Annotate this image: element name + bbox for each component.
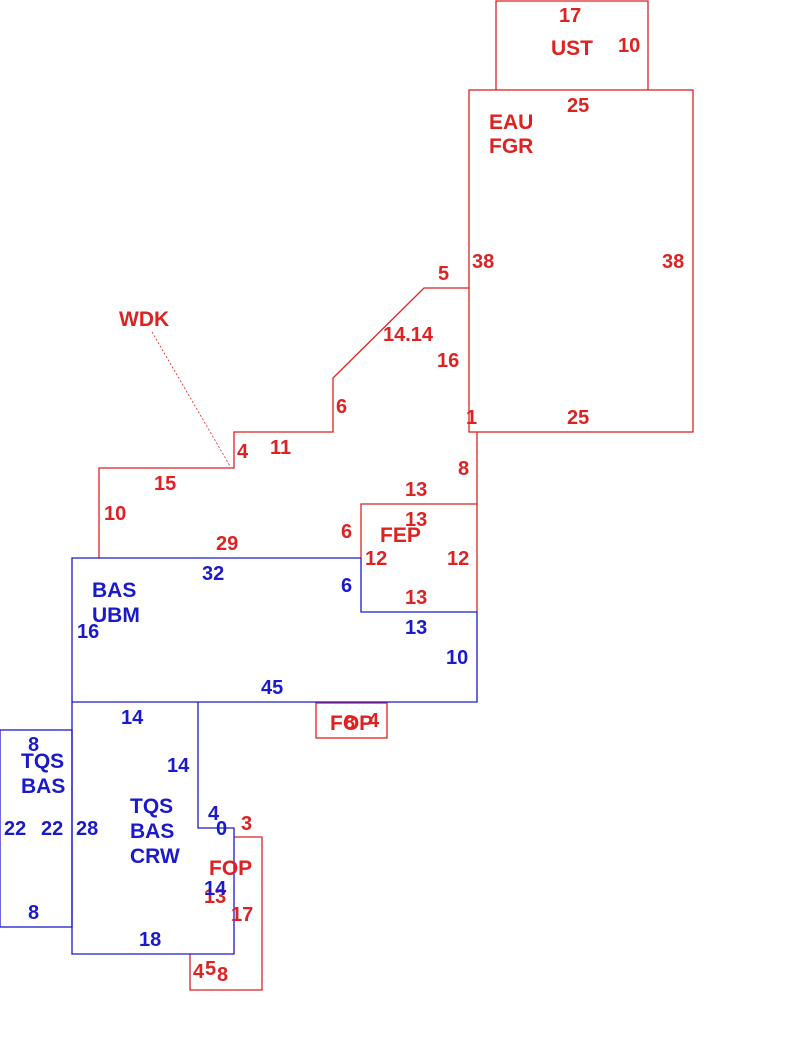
dim-label: 5 (205, 958, 216, 980)
dim-label: 13 (405, 617, 427, 639)
crw-code: CRW (130, 845, 180, 868)
dim-label: 6 (336, 396, 347, 418)
dim-label: 4 (208, 803, 220, 825)
bas-outline (71, 557, 478, 703)
fop-small-outline (315, 702, 388, 739)
blue-dimension-labels: 32 6 16 13 10 45 8 22 22 8 14 14 4 0 28 … (4, 563, 468, 951)
red-outlines (98, 0, 694, 991)
tqs-left-bas-code: BAS (21, 775, 65, 798)
dim-label: 25 (567, 407, 589, 429)
dim-label: 10 (104, 503, 126, 525)
dim-label: 13 (204, 886, 226, 908)
area-labels: UST EAU FGR WDK FEP BAS UBM FOP TQS BAS … (21, 37, 593, 880)
fgr-code: FGR (489, 135, 533, 158)
dim-label: 13 (405, 587, 427, 609)
ubm-code: UBM (92, 604, 140, 627)
bas-code: BAS (92, 579, 136, 602)
dim-label: 22 (4, 818, 26, 840)
dim-label: 14.14 (383, 324, 434, 346)
dim-label: 14 (204, 878, 227, 900)
dim-label: 28 (76, 818, 98, 840)
blue-outlines (0, 557, 478, 955)
dim-label: 16 (77, 621, 99, 643)
dim-label: 11 (270, 437, 291, 459)
deck-outline (98, 287, 469, 558)
dim-label: 5 (438, 263, 449, 285)
dim-label: 8 (458, 458, 469, 480)
dim-label: 13 (405, 479, 427, 501)
dim-label: 38 (472, 251, 494, 273)
dim-label: 8 (28, 734, 39, 756)
dim-label: 3 (241, 813, 252, 835)
tqs-main-outline (71, 702, 235, 955)
eau-outline (468, 89, 694, 433)
dim-label: 45 (261, 677, 283, 699)
dim-label: 12 (447, 548, 469, 570)
fep-code: FEP (380, 524, 421, 547)
red-dimension-labels: 17 10 25 38 38 25 1 5 14.14 16 6 11 4 15… (104, 5, 684, 986)
tqs-left-code: TQS (21, 750, 64, 773)
dim-label: 38 (662, 251, 684, 273)
dim-label: 4 (368, 710, 380, 732)
fop-bottom-code: FOP (209, 857, 252, 880)
dim-label: 13 (405, 509, 427, 531)
dim-label: 22 (41, 818, 63, 840)
dim-label: 8 (217, 964, 228, 986)
dim-label: 32 (202, 563, 224, 585)
dim-label: 25 (567, 95, 589, 117)
dim-label: 14 (167, 755, 190, 777)
fep-outline (360, 503, 478, 612)
dim-label: 4 (237, 441, 249, 463)
dim-label: 0 (216, 818, 227, 840)
dim-label: 1 (466, 407, 477, 429)
tqs-bas-code: BAS (130, 820, 174, 843)
fop-bottom-outline (189, 836, 263, 991)
dim-label: 12 (365, 548, 387, 570)
dim-label: 8 (28, 902, 39, 924)
dim-label: 15 (154, 473, 176, 495)
dim-label: 6 (341, 575, 352, 597)
eau-code: EAU (489, 111, 533, 134)
fop-small-code: FOP (330, 712, 373, 735)
dim-label: 10 (618, 35, 640, 57)
dim-label: 17 (231, 904, 253, 926)
dim-label: 10 (446, 647, 468, 669)
dim-label: 17 (559, 5, 581, 27)
dim-label: 4 (193, 961, 205, 983)
wdk-code: WDK (119, 308, 169, 331)
wdk-leader (151, 331, 231, 467)
dim-label: 6 (341, 521, 352, 543)
dim-label: 18 (139, 929, 161, 951)
dim-label: 16 (437, 350, 459, 372)
ust-outline (495, 0, 649, 90)
ust-code: UST (551, 37, 593, 60)
dim-label: 14 (121, 707, 144, 729)
dim-label: 8 (344, 712, 355, 734)
tqs-code: TQS (130, 795, 173, 818)
dim-label: 29 (216, 533, 238, 555)
